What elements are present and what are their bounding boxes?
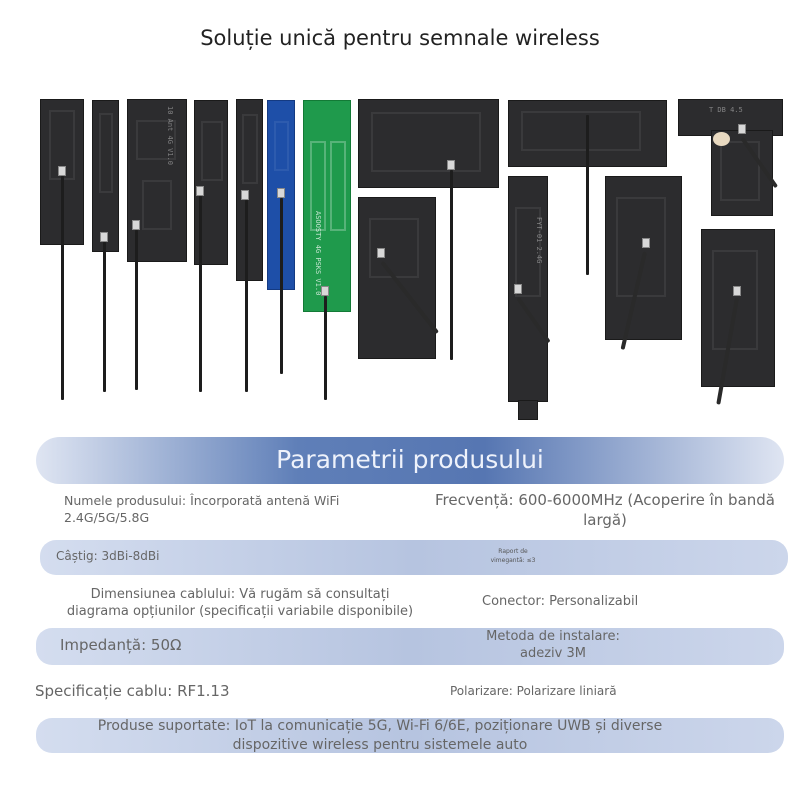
cable bbox=[61, 176, 64, 400]
connector bbox=[277, 188, 285, 198]
param-band bbox=[40, 540, 788, 575]
connector bbox=[447, 160, 455, 170]
connector bbox=[642, 238, 650, 248]
antenna-marking: FYT-01 2.4G bbox=[535, 217, 543, 264]
connector bbox=[321, 286, 329, 296]
param-product-name: Numele produsului: Încorporată antenă Wi… bbox=[64, 493, 340, 525]
antenna-marking: T DB 4.5 bbox=[709, 106, 743, 114]
param-cable-spec: Specificație cablu: RF1.13 bbox=[35, 682, 230, 700]
connector bbox=[132, 220, 140, 230]
cable bbox=[586, 115, 589, 275]
connector bbox=[738, 124, 746, 134]
antenna-pcb-green: ASOOSTY 4G PSKS V1.0 bbox=[303, 100, 351, 312]
antenna-pcb-tab bbox=[518, 400, 538, 420]
connector bbox=[100, 232, 108, 242]
param-band bbox=[36, 718, 784, 753]
antenna-pcb bbox=[358, 99, 499, 188]
parameters-banner: Parametrii produsului bbox=[36, 437, 784, 484]
cable bbox=[280, 198, 283, 374]
param-gain: Câștig: 3dBi-8dBi bbox=[56, 549, 160, 563]
antenna-pcb bbox=[701, 229, 775, 387]
param-band bbox=[36, 628, 784, 665]
param-cable-length: Dimensiunea cablului: Vă rugăm să consul… bbox=[66, 587, 414, 619]
connector bbox=[241, 190, 249, 200]
cable bbox=[324, 296, 327, 400]
connector bbox=[377, 248, 385, 258]
param-frequency: Frecvență: 600-6000MHz (Acoperire în ban… bbox=[434, 491, 775, 529]
connector bbox=[58, 166, 66, 176]
antenna-marking: ASOOSTY 4G PSKS V1.0 bbox=[314, 211, 322, 296]
cable bbox=[135, 230, 138, 390]
param-installation: Metoda de instalare: adeziv 3M bbox=[486, 629, 620, 661]
product-photo: 10 Ant 4G V1.0 ASOOSTY 4G PSKS V1.0 bbox=[0, 90, 800, 430]
cable bbox=[103, 242, 106, 392]
parameters-title: Parametrii produsului bbox=[276, 445, 544, 474]
param-polarization: Polarizare: Polarizare liniară bbox=[450, 684, 617, 698]
page-headline: Soluție unică pentru semnale wireless bbox=[200, 26, 600, 50]
param-supported-products: Produse suportate: IoT la comunicație 5G… bbox=[97, 718, 663, 753]
antenna-pcb bbox=[92, 100, 119, 252]
connector bbox=[514, 284, 522, 294]
antenna-marking: 10 Ant 4G V1.0 bbox=[166, 106, 174, 166]
cable bbox=[450, 170, 453, 360]
param-vswr: Raport de vimegantă: ≤3 bbox=[490, 548, 536, 564]
adhesive-sticker bbox=[713, 132, 730, 146]
connector bbox=[196, 186, 204, 196]
cable bbox=[245, 200, 248, 392]
param-impedance: Impedanță: 50Ω bbox=[60, 636, 182, 654]
cable bbox=[199, 196, 202, 392]
param-connector: Conector: Personalizabil bbox=[482, 594, 639, 609]
antenna-pcb bbox=[236, 99, 263, 281]
connector bbox=[733, 286, 741, 296]
